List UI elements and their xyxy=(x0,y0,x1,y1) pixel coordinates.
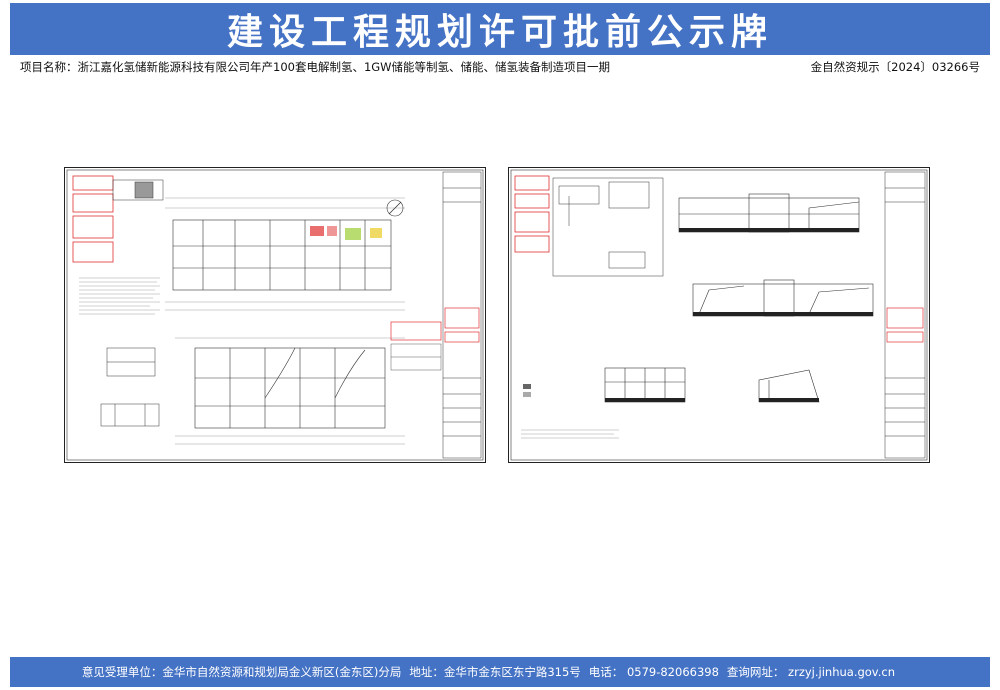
footer-contact-bar: 意见受理单位：金华市自然资源和规划局金义新区(金东区)分局 地址：金华市金东区东… xyxy=(10,657,990,687)
south-elevation xyxy=(678,193,860,233)
board-title: 建设工程规划许可批前公示牌 xyxy=(10,3,990,55)
project-info-row: 项目名称：浙江嘉化氢储新能源科技有限公司年产100套电解制氢、1GW储能等制氢、… xyxy=(20,58,980,76)
drawing-sheet-elevations xyxy=(508,167,930,463)
title-block xyxy=(442,171,482,459)
red-note-stamps xyxy=(514,175,550,253)
permit-number: 金自然资规示〔2024〕03266号 xyxy=(810,60,980,74)
footer-address: 地址：金华市金东区东宁路315号 xyxy=(409,665,581,679)
side-elevation xyxy=(604,367,686,403)
upper-floor-plan xyxy=(172,219,392,291)
footer-phone: 电话： 0579-82066398 xyxy=(588,665,719,679)
drawing-sheet-floor-plans xyxy=(64,167,486,463)
ground-floor-plan xyxy=(194,347,386,429)
title-block xyxy=(884,171,926,459)
floor-plan-drawing xyxy=(66,169,484,461)
section-view xyxy=(758,369,820,403)
project-name: 项目名称：浙江嘉化氢储新能源科技有限公司年产100套电解制氢、1GW储能等制氢、… xyxy=(20,60,611,74)
footer-office: 意见受理单位：金华市自然资源和规划局金义新区(金东区)分局 xyxy=(81,665,402,679)
north-elevation xyxy=(692,279,874,317)
elevation-drawing xyxy=(510,169,928,461)
footer-website[interactable]: 查询网址： zrzyj.jinhua.gov.cn xyxy=(726,665,895,679)
red-note-stamps xyxy=(72,175,114,263)
